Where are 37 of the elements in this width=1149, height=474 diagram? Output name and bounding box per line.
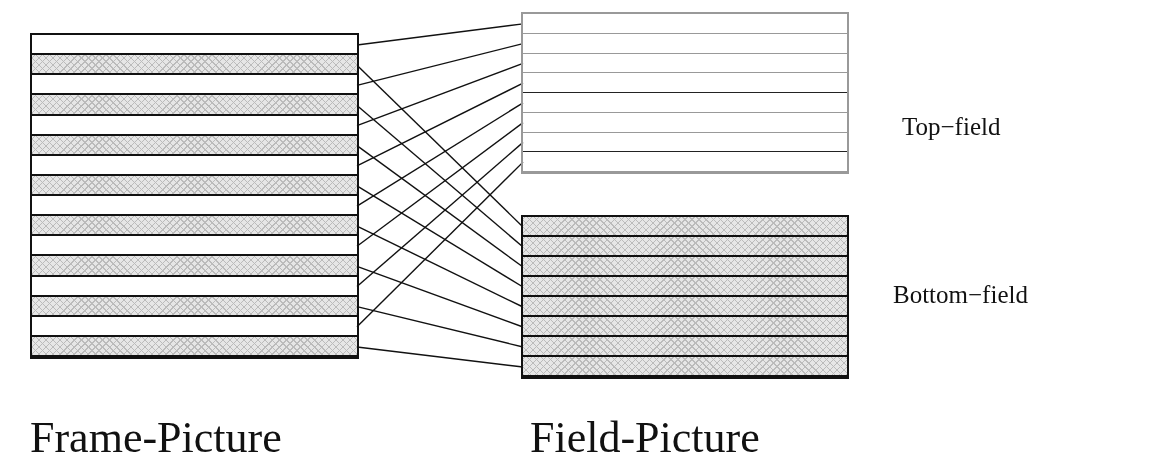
connector-line — [356, 346, 524, 368]
hatched-stripe — [523, 237, 847, 257]
connector-line — [356, 23, 524, 46]
hatched-stripe — [523, 297, 847, 317]
connector-line — [356, 185, 524, 288]
hatched-stripe — [32, 336, 357, 357]
connector-line — [356, 225, 524, 308]
connector-line — [356, 306, 524, 348]
hatched-stripe — [32, 216, 357, 237]
hatched-stripe — [523, 357, 847, 377]
hatched-stripe — [32, 175, 357, 196]
hatched-stripe — [523, 337, 847, 357]
field-label: Top−field — [902, 113, 1001, 141]
field-label: Bottom−field — [893, 281, 1028, 309]
connector-line — [356, 141, 524, 288]
hatched-stripe — [32, 135, 357, 156]
hatched-stripe — [523, 217, 847, 237]
connector-line — [356, 161, 524, 328]
picture-label: Field-Picture — [530, 412, 760, 463]
frame-rectangle — [30, 33, 359, 359]
hatched-stripe — [523, 317, 847, 337]
hatched-stripe — [32, 256, 357, 277]
connector-line — [356, 64, 524, 228]
hatched-stripe — [32, 55, 357, 76]
picture-label: Frame-Picture — [30, 412, 282, 463]
connector-line — [356, 62, 524, 127]
connector-line — [356, 42, 524, 86]
hatched-stripe — [523, 257, 847, 277]
connector-line — [356, 265, 524, 328]
hatched-stripe — [523, 277, 847, 297]
connector-line — [356, 82, 524, 167]
connector-line — [356, 145, 524, 268]
hatched-stripe — [32, 95, 357, 116]
field-rectangle — [521, 12, 849, 174]
field-rectangle — [521, 215, 849, 379]
connector-line — [356, 102, 524, 207]
hatched-stripe — [32, 296, 357, 317]
